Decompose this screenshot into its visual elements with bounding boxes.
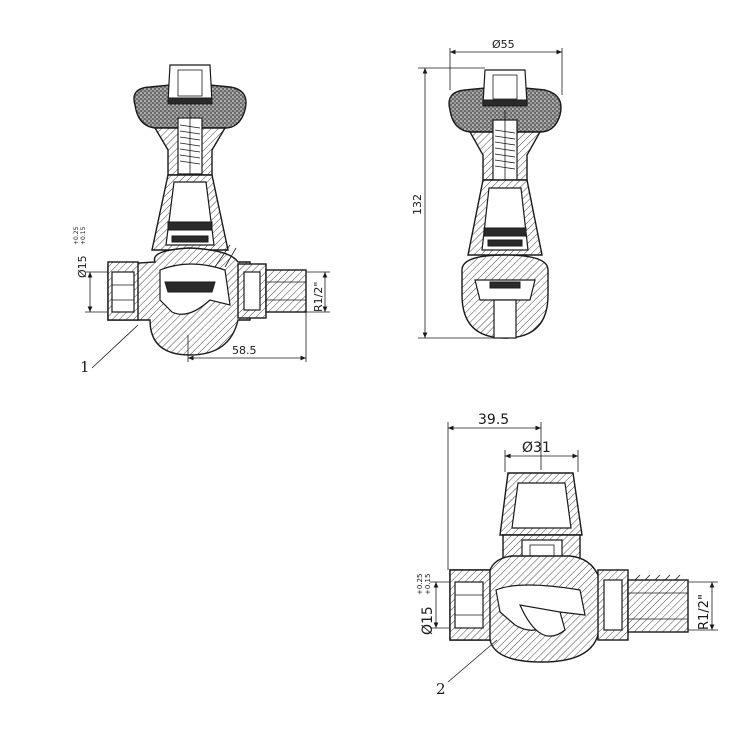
valve1-length-dimension: 58.5 <box>187 312 307 362</box>
valve2-cap-diameter-dimension: Ø31 <box>504 440 579 472</box>
valve1-side-height-text: 132 <box>411 194 424 215</box>
valve2-tol-lower: +0.15 <box>424 574 432 595</box>
valve2-thread-dimension: R1/2" <box>688 581 718 631</box>
valve1-tol-lower: +0.15 <box>80 226 87 245</box>
valve2-tol-upper: +0.25 <box>416 574 424 595</box>
valve1-thread-dimension: R1/2" <box>306 271 330 313</box>
valve2-pipe-diameter-text: Ø15 <box>420 606 436 635</box>
valve2-label: 2 <box>436 680 446 698</box>
valve1-label-leader: 1 <box>80 324 139 376</box>
valve2-offset-dimension: 39.5 <box>447 412 542 570</box>
valve2-section-view <box>449 472 689 663</box>
valve1-section-view <box>107 64 307 356</box>
valve2-label-leader: 2 <box>436 639 498 698</box>
valve1-length-text: 58.5 <box>232 344 257 357</box>
valve2-thread-text: R1/2" <box>697 594 712 630</box>
valve2-offset-text: 39.5 <box>478 412 509 428</box>
valve1-label: 1 <box>80 358 90 376</box>
valve1-thread-text: R1/2" <box>312 282 325 312</box>
valve1-side-height-dimension: 132 <box>411 67 505 339</box>
valve1-side-diameter-text: Ø55 <box>492 38 515 51</box>
valve1-side-view <box>448 69 562 339</box>
valve2-cap-diameter-text: Ø31 <box>522 440 551 456</box>
valve1-pipe-diameter-dimension: Ø15 +0.25 +0.15 <box>73 226 108 313</box>
valve1-tol-upper: +0.25 <box>73 226 80 245</box>
valve1-side-diameter-dimension: Ø55 <box>449 38 563 95</box>
valve2-pipe-diameter-dimension: Ø15 +0.25 +0.15 <box>416 574 450 635</box>
valve1-pipe-diameter-text: Ø15 <box>76 255 89 278</box>
